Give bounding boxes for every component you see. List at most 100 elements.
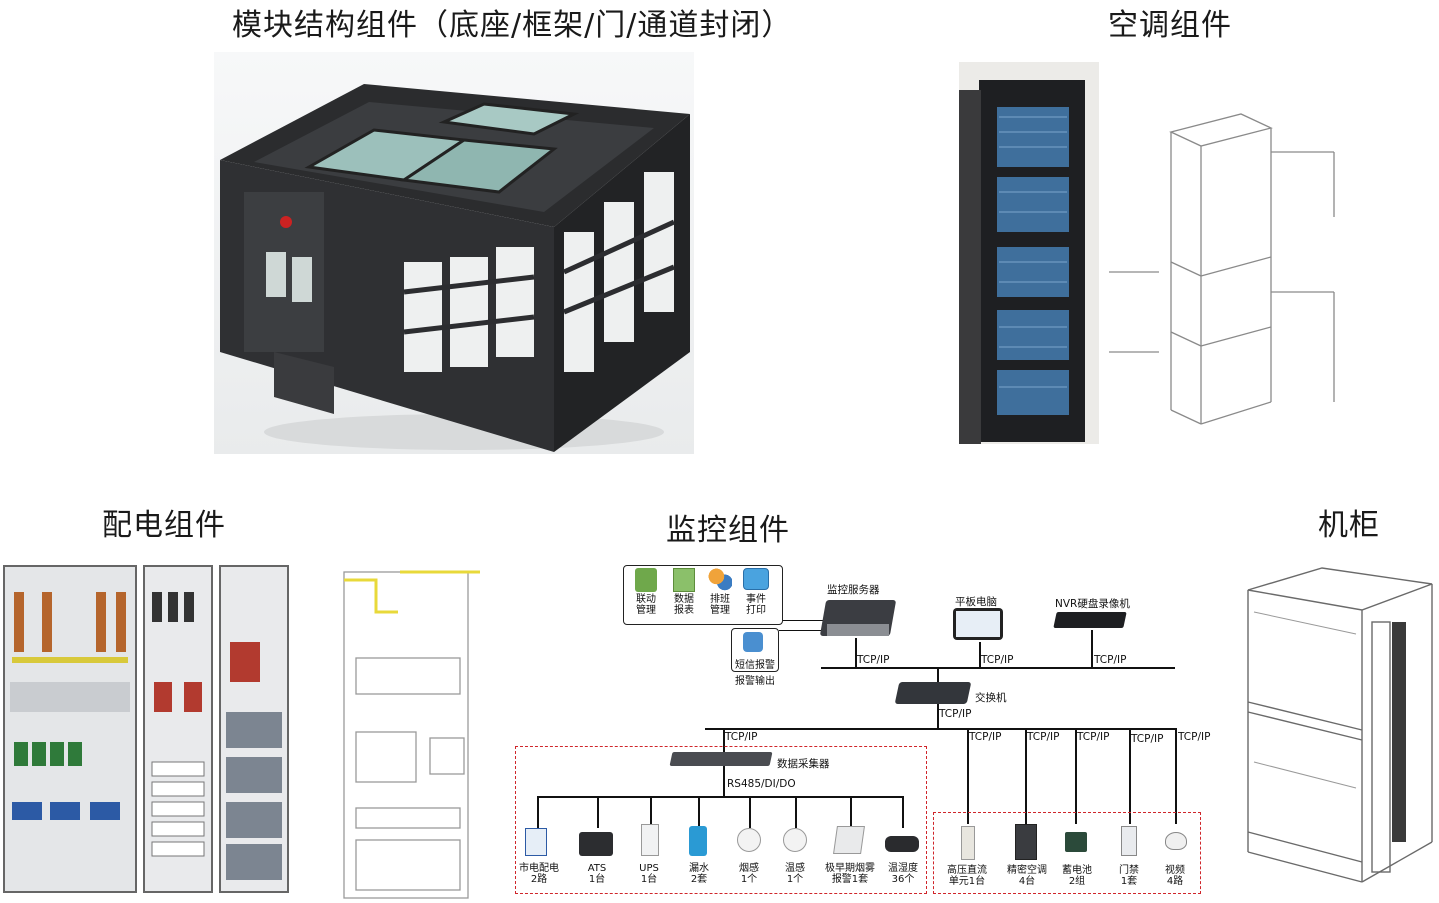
- collector-label: 数据采集器: [777, 758, 830, 770]
- precision-ac-icon: [1015, 824, 1037, 860]
- device-label: 高压直流单元1台: [947, 865, 987, 887]
- link: [1091, 630, 1093, 668]
- link: [850, 796, 852, 828]
- ups-icon: [641, 824, 659, 856]
- vesda-icon: [833, 826, 865, 854]
- software-label: 联动管理: [636, 594, 656, 616]
- monitoring-diagram: 联动管理 数据报表 排班管理 事件打印 短信报警 报警输出 监控服务器 平板电脑…: [505, 560, 1225, 900]
- cabinet-title: 机柜: [1318, 508, 1380, 543]
- report-icon: [673, 568, 695, 592]
- link: [1129, 728, 1131, 824]
- sms-label: 短信报警: [735, 660, 775, 671]
- access-icon: [1121, 826, 1137, 856]
- hvdc-icon: [961, 826, 975, 860]
- network-devices-group: [933, 812, 1201, 894]
- link: [937, 704, 939, 728]
- tcp-label: TCP/IP: [1131, 733, 1164, 745]
- monitor-title: 监控组件: [666, 513, 790, 548]
- sms-output-label: 报警输出: [735, 676, 775, 687]
- link: [698, 796, 700, 828]
- tcp-label: TCP/IP: [969, 731, 1002, 743]
- cabinet-image: [1242, 562, 1438, 898]
- tcp-label: TCP/IP: [857, 654, 890, 666]
- module-structure-image: [214, 52, 694, 454]
- server-front: [827, 624, 889, 636]
- software-module-report: 数据报表: [665, 568, 703, 624]
- meter-icon: [525, 828, 547, 856]
- tcp-label: TCP/IP: [1027, 731, 1060, 743]
- link: [597, 796, 599, 828]
- tcp-label: TCP/IP: [725, 731, 758, 743]
- printer-icon: [743, 568, 769, 590]
- link: [1025, 728, 1027, 824]
- tcp-label: TCP/IP: [939, 708, 972, 720]
- power-distribution-image: [0, 562, 490, 902]
- device-bus: [537, 796, 903, 798]
- link: [783, 620, 823, 621]
- nvr-icon: [1053, 612, 1127, 628]
- battery-icon: [1065, 832, 1087, 852]
- software-module-schedule: 排班管理: [701, 568, 739, 624]
- link: [902, 796, 904, 828]
- tablet-label: 平板电脑: [955, 596, 997, 608]
- server-label: 监控服务器: [827, 584, 880, 596]
- software-label: 排班管理: [710, 594, 730, 616]
- aircon-image: [959, 62, 1339, 444]
- temp-icon: [783, 828, 807, 852]
- camera-icon: [1165, 832, 1187, 850]
- link: [795, 796, 797, 828]
- tcp-label: TCP/IP: [1077, 731, 1110, 743]
- smoke-icon: [737, 828, 761, 852]
- humidity-icon: [885, 836, 919, 852]
- linkage-icon: [635, 568, 657, 592]
- software-modules-box: [623, 565, 783, 625]
- link: [979, 642, 981, 668]
- ats-icon: [579, 832, 613, 856]
- tcp-label: TCP/IP: [1094, 654, 1127, 666]
- local-devices-group: [515, 746, 927, 894]
- software-label: 事件打印: [746, 594, 766, 616]
- software-label: 数据报表: [674, 594, 694, 616]
- link: [537, 796, 539, 828]
- link: [749, 796, 751, 828]
- people-icon: [708, 568, 732, 592]
- tcp-label: TCP/IP: [981, 654, 1014, 666]
- tcp-label: TCP/IP: [1178, 731, 1211, 743]
- sms-box: [731, 628, 779, 672]
- software-module-linkage: 联动管理: [627, 568, 665, 624]
- link: [1075, 728, 1077, 824]
- switch-label: 交换机: [975, 692, 1007, 704]
- top-bus: [821, 667, 1175, 669]
- switch-icon: [894, 682, 972, 704]
- link: [1175, 728, 1177, 824]
- link: [650, 796, 652, 828]
- rs485-label: RS485/DI/DO: [727, 778, 796, 790]
- nvr-label: NVR硬盘录像机: [1055, 598, 1130, 610]
- link: [723, 766, 725, 796]
- collector-icon: [669, 752, 773, 766]
- leak-icon: [689, 826, 707, 856]
- device-label: 极早期烟雾报警1套: [825, 863, 875, 885]
- link: [779, 630, 823, 631]
- lower-bus: [705, 728, 1175, 730]
- tablet-screen: [956, 611, 1000, 637]
- aircon-title: 空调组件: [1108, 8, 1232, 43]
- link: [967, 728, 969, 824]
- module-title: 模块结构组件（底座/框架/门/通道封闭）: [232, 8, 793, 43]
- link: [723, 728, 725, 752]
- power-title: 配电组件: [102, 508, 226, 543]
- tablet-icon: [953, 608, 1003, 640]
- sms-icon: [743, 632, 763, 652]
- software-module-print: 事件打印: [737, 568, 775, 624]
